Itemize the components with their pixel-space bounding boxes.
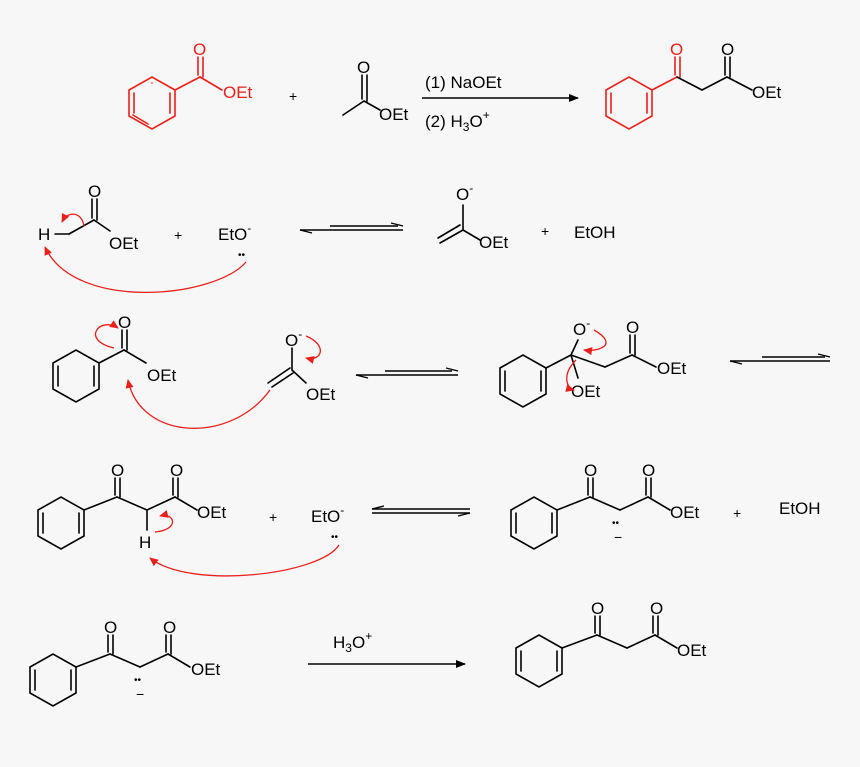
- enolate-ester-label: OEt: [479, 233, 509, 252]
- step3-enolate-ester-label: OEt: [670, 503, 700, 522]
- step3-enolate-ester-o: O: [642, 461, 655, 480]
- ethoxide-label: EtO-: [218, 221, 251, 244]
- step1-ethanol: EtOH: [574, 223, 616, 242]
- step4-ester-label: OEt: [191, 660, 221, 679]
- tet-ester-o: O: [626, 318, 639, 337]
- step4-reagent: H3O+: [333, 629, 372, 655]
- ethoxide-lone-pair: ••: [238, 250, 246, 261]
- step4-protonation: O O OEt •• − H3O+ O O OEt: [29, 599, 707, 707]
- product-ketone-o: O: [670, 40, 683, 59]
- beta-keto-ester-product: O O OEt: [605, 40, 782, 130]
- condition-2: (2) H3O+: [425, 108, 490, 134]
- step3-ester-label: OEt: [197, 503, 227, 522]
- step3-ch-arrow: [154, 510, 174, 533]
- ethyl-acetate-molecule: O OEt: [342, 58, 409, 124]
- acetate-carbonyl-o: O: [357, 58, 370, 77]
- enolate-attack-arrow: [125, 379, 271, 429]
- step3-deprotonation: O O OEt H + EtO- •• O O OEt •• − + EtOH: [37, 461, 821, 577]
- reform-carbonyl-arrow: [583, 329, 607, 356]
- step1-plus-1: +: [174, 227, 182, 243]
- expel-ethoxide-arrow: [565, 359, 577, 392]
- step1-carbonyl-o: O: [88, 182, 101, 201]
- base-attack-arrow: [44, 246, 247, 293]
- product-ester-label: OEt: [752, 83, 782, 102]
- acetate-ester-label: OEt: [379, 105, 409, 124]
- step1-enolate-formation: H O OEt + EtO- •• O- OEt + EtOH: [38, 181, 616, 293]
- step4-ester-o: O: [163, 618, 176, 637]
- alpha-hydrogen: H: [38, 225, 50, 244]
- step4-carbanion-pair: ••: [134, 675, 142, 686]
- step3-lone-pair: ••: [331, 532, 339, 543]
- condition-1: (1) NaOEt: [425, 73, 502, 92]
- benzoate-ester-label: OEt: [223, 83, 253, 102]
- final-ester-o: O: [650, 599, 663, 618]
- step3-ethoxide: EtO-: [311, 503, 344, 526]
- pi-bond-arrow: [94, 320, 119, 349]
- step3-ketone-o: O: [111, 461, 124, 480]
- step3-enolate-ketone-o: O: [584, 461, 597, 480]
- overall-reaction: O OEt + O OEt (1) NaOEt (2) H3O+: [128, 40, 782, 134]
- step2-ester-label: OEt: [147, 366, 177, 385]
- final-ketone-o: O: [591, 599, 604, 618]
- step2-addition: O OEt O- OEt O- OEt O OEt: [52, 313, 831, 429]
- ch-bond-arrow: [61, 213, 85, 227]
- step2-carbonyl-o: O: [118, 313, 131, 332]
- plus-sign: +: [289, 88, 297, 104]
- step3-plus-2: +: [733, 505, 741, 521]
- leaving-group-label: OEt: [571, 382, 601, 401]
- step3-acidic-h: H: [139, 533, 151, 552]
- alkoxide-o: O-: [573, 316, 590, 339]
- step4-carbanion-charge: −: [136, 686, 144, 702]
- final-ester-label: OEt: [677, 641, 707, 660]
- step3-base-arrow: [149, 544, 340, 577]
- step3-carbanion-pair: ••: [612, 518, 620, 529]
- ethyl-benzoate-molecule: O OEt: [128, 40, 253, 130]
- step1-ester-label: OEt: [109, 234, 139, 253]
- step3-plus-1: +: [269, 509, 277, 525]
- benzoate-carbonyl-o: O: [193, 40, 206, 59]
- tet-ester-label: OEt: [657, 359, 687, 378]
- enolate-o: O-: [456, 181, 473, 204]
- enolate-push-arrow: [305, 335, 321, 364]
- step2-enolate-o: O-: [285, 327, 302, 350]
- step3-ethanol: EtOH: [779, 499, 821, 518]
- step4-ketone-o: O: [104, 618, 117, 637]
- step2-enolate-ester: OEt: [306, 385, 336, 404]
- step1-plus-2: +: [541, 223, 549, 239]
- product-ester-o: O: [721, 40, 734, 59]
- step3-ester-o: O: [170, 461, 183, 480]
- step3-carbanion-charge: −: [614, 529, 622, 545]
